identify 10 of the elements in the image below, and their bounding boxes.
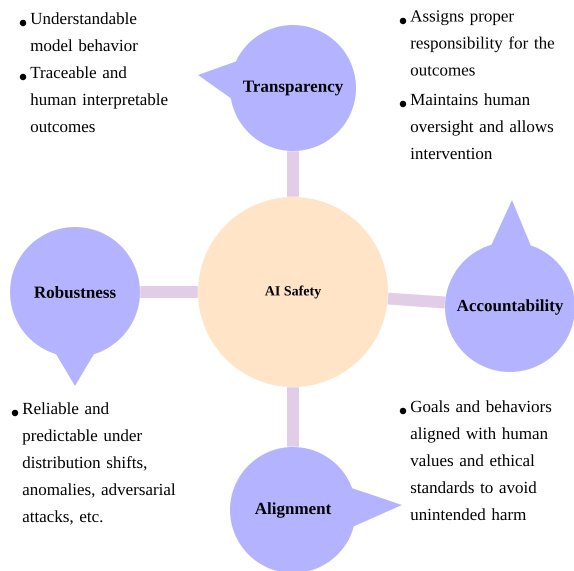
bullet-text: Understandable model behavior xyxy=(30,12,138,52)
connector xyxy=(287,387,299,447)
connector xyxy=(388,292,446,308)
connector xyxy=(287,151,299,197)
connector xyxy=(140,286,198,298)
bullet-text: Maintains human oversight and allows intervention xyxy=(410,93,554,160)
bullet-text: Goals and behaviors aligned with human values and ethical standards to avoid unintended harm xyxy=(410,400,552,520)
bullet-text: Reliable and predictable under distribution shifts, anomalies, adversarial attacks, etc. xyxy=(22,402,176,525)
bullet-text: Assigns proper responsibility for the outcomes xyxy=(410,10,554,76)
bullet-text: Traceable and human interpretable outcomes xyxy=(30,66,168,132)
